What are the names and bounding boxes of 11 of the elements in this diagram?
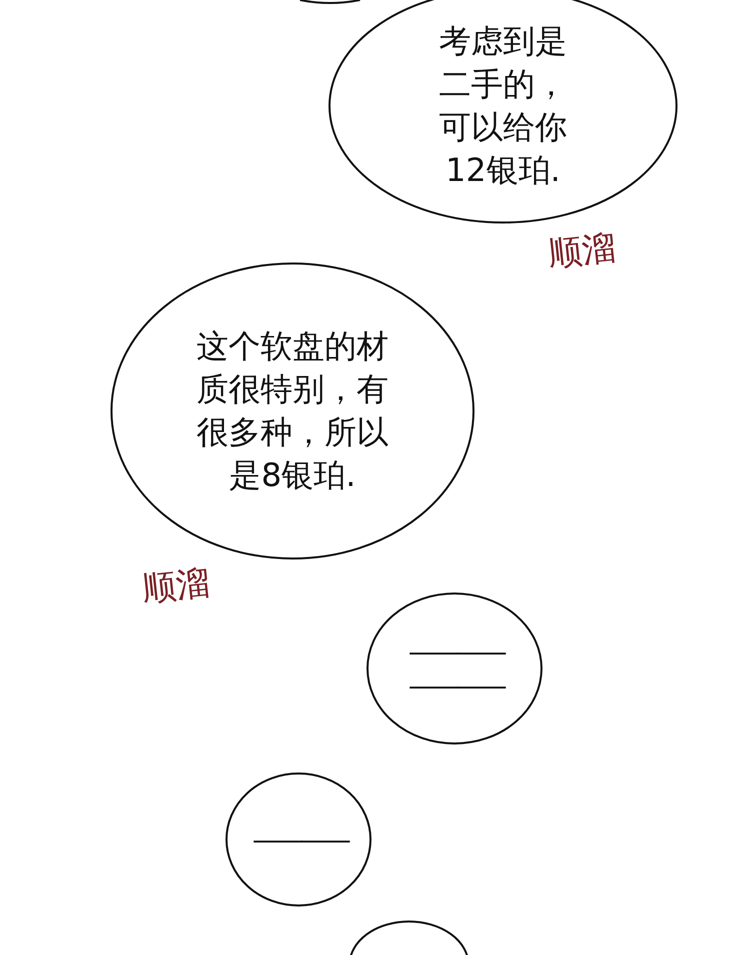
dash-text: —— [406,643,502,660]
sound-effect-text: 顺溜 [546,226,618,276]
dialogue-text: 这个软盘的材质很特别，有很多种，所以是8银珀. [195,326,390,496]
speech-bubble [110,262,475,560]
dash-text: —— [250,831,346,848]
speech-bubble [225,772,372,907]
speech-bubble [328,0,678,224]
sound-effect-text: 顺溜 [140,562,212,612]
dash-text: —— [406,677,502,694]
dialogue-text: 考虑到是二手的，可以给你12银珀. [438,20,568,192]
speech-bubble [366,592,543,745]
